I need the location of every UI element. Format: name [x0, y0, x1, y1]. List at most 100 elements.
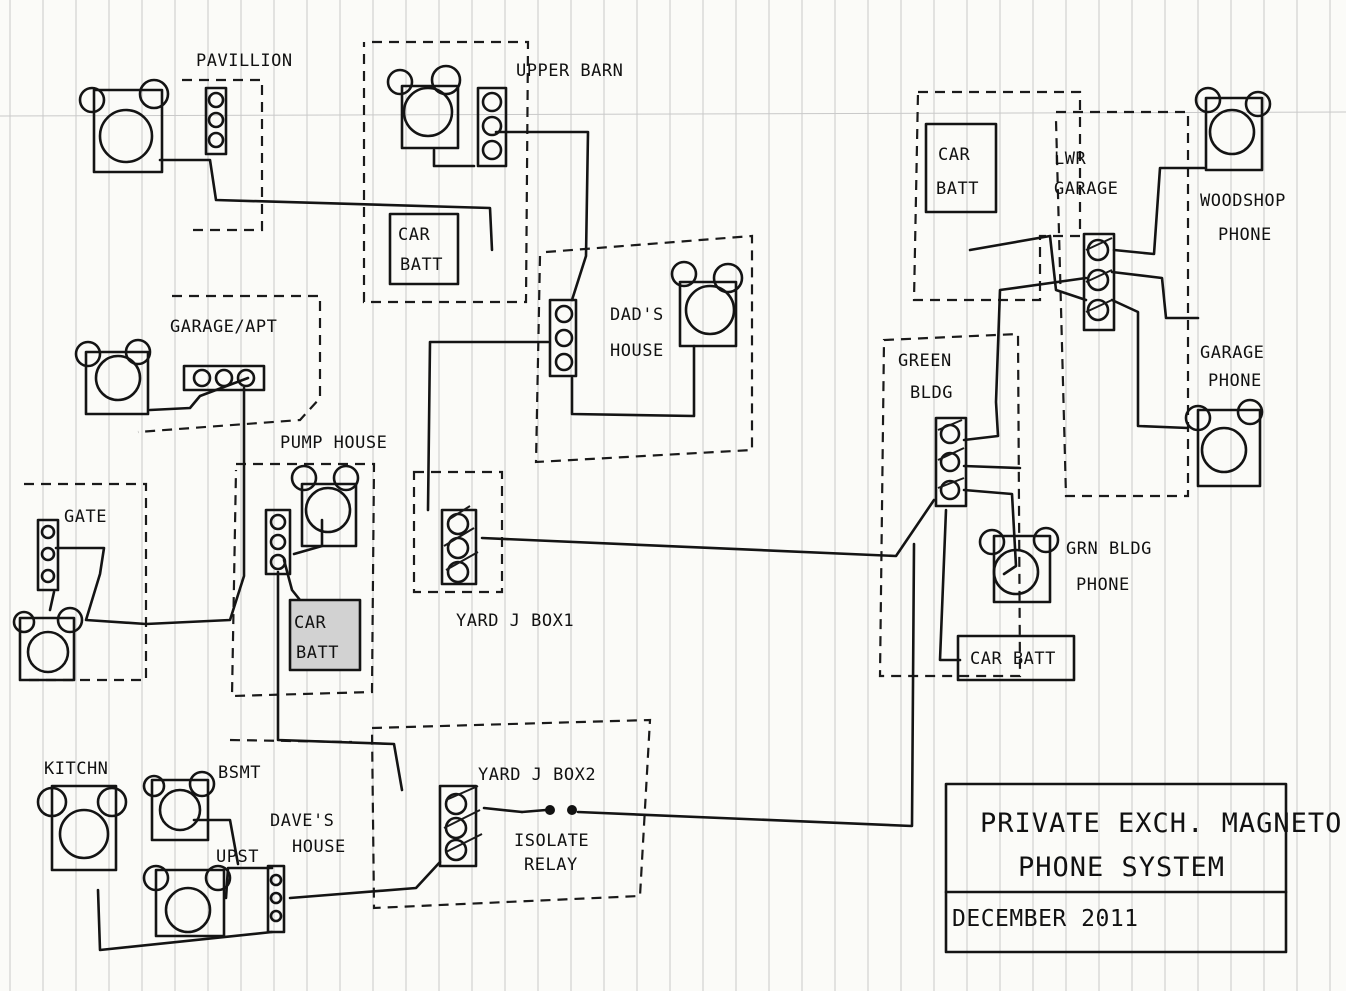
- wire-jbox2-daves: [288, 860, 442, 900]
- wire-upper-barn-phone: [432, 148, 476, 168]
- wire-relay-green: [576, 542, 916, 828]
- label-garage-apt: GARAGE/APT: [170, 317, 277, 337]
- label-car-batt-3: CAR: [938, 145, 970, 165]
- terminal-strip-pavillion: [204, 86, 228, 156]
- phone-icon: [142, 770, 216, 842]
- wire-lwr-woodshop-2: [1110, 270, 1200, 320]
- terminal-strip-garage-apt: [182, 364, 266, 392]
- wire-green-lwr-garage: [962, 276, 1088, 442]
- wire-jbox2-relay: [482, 806, 524, 814]
- wire-lwr-garage-phone: [1110, 298, 1190, 430]
- wire-dads-phone: [570, 344, 696, 418]
- green-bldg-outline: [878, 332, 1022, 678]
- wire-lwr-batt: [968, 234, 1088, 302]
- wire-jbox1-green: [480, 498, 936, 558]
- wire-gate: [54, 546, 148, 626]
- label-yard-jbox1: YARD J BOX1: [456, 611, 574, 631]
- terminal-strip-jbox2: [438, 784, 478, 868]
- wire-green-batt: [938, 508, 962, 662]
- label-lwr: LWR: [1054, 149, 1086, 169]
- phone-icon: [78, 78, 170, 174]
- hatch-lwr: [1085, 237, 1113, 313]
- car-batt-box-lwr-garage: [924, 122, 998, 214]
- title-block-frame: [944, 782, 1288, 954]
- phone-icon: [74, 338, 152, 416]
- wire-garage-down: [144, 386, 246, 626]
- wire-upper-barn-dads: [494, 130, 590, 302]
- gate-outline: [24, 482, 148, 682]
- title-line-1: PRIVATE EXCH. MAGNETO: [980, 808, 1342, 839]
- label-woodshop: WOODSHOP: [1200, 191, 1286, 211]
- label-kitchen: KITCHN: [44, 759, 108, 779]
- hatch-green: [937, 419, 965, 489]
- hatch-jbox2: [443, 785, 483, 853]
- wire-lwr-woodshop: [1112, 166, 1206, 256]
- terminal-strips: [36, 86, 1116, 934]
- paper-margin-line: [0, 111, 1346, 117]
- wire-dads-jbox1: [426, 340, 550, 512]
- terminal-strip-gate: [36, 518, 60, 592]
- wire-gate-phone: [48, 590, 56, 612]
- label-upper-barn: UPPER BARN: [516, 61, 623, 81]
- isolate-relay: [520, 805, 577, 815]
- terminal-strip-pump-house: [264, 508, 292, 576]
- terminal-strip-daves: [266, 864, 286, 934]
- car-batt-box-pump-house: [288, 598, 362, 672]
- lwr-garage-batt-outline: [912, 90, 1082, 302]
- wire-upst: [224, 866, 274, 900]
- title-line-2: PHONE SYSTEM: [1018, 852, 1225, 883]
- terminal-strip-upper-barn: [476, 86, 508, 168]
- phone-icon: [386, 64, 462, 150]
- phone-icon: [670, 260, 744, 348]
- label-car-batt-4: CAR BATT: [970, 649, 1056, 669]
- terminal-strip-dads: [548, 298, 578, 378]
- label-green: GREEN: [898, 351, 952, 371]
- building-outlines: [24, 40, 1190, 910]
- phones: [12, 64, 1272, 938]
- batteries: [288, 122, 1076, 682]
- label-yard-jbox2: YARD J BOX2: [478, 765, 596, 785]
- wire-bsmt: [192, 818, 240, 866]
- label-garage: GARAGE: [1054, 179, 1118, 199]
- label-gate: GATE: [64, 507, 107, 527]
- phone-icon: [290, 464, 360, 548]
- label-daves-house-1: DAVE'S: [270, 811, 334, 831]
- label-woodshop-phone: PHONE: [1218, 225, 1272, 245]
- label-car-batt-2b: BATT: [296, 643, 339, 663]
- title-date: DECEMBER 2011: [952, 906, 1139, 932]
- wire-pump-batt: [282, 558, 302, 602]
- yard-jbox1-outline: [412, 470, 504, 594]
- wiring: [48, 130, 1206, 952]
- car-batt-box-green-bldg: [956, 634, 1076, 682]
- pump-house-outline: [230, 462, 376, 698]
- label-car-batt-3b: BATT: [936, 179, 979, 199]
- phone-icon: [142, 864, 232, 938]
- label-garage-phone-2: PHONE: [1208, 371, 1262, 391]
- label-car-batt-1b: BATT: [400, 255, 443, 275]
- label-bldg: BLDG: [910, 383, 953, 403]
- daves-house-outline: [229, 738, 353, 744]
- label-pavillion: PAVILLION: [196, 51, 293, 71]
- label-isolate: ISOLATE: [514, 831, 589, 851]
- label-dads-house-1: DAD'S: [610, 305, 664, 325]
- lwr-garage-outline: [1054, 110, 1190, 498]
- label-relay: RELAY: [524, 855, 578, 875]
- wire-green-phone: [962, 488, 1018, 576]
- label-daves-house-2: HOUSE: [292, 837, 346, 857]
- dads-house-outline: [534, 234, 754, 464]
- relay-contact-left: [545, 805, 555, 815]
- wire-pavillion-upper-barn: [158, 158, 494, 252]
- pavillion-outline: [182, 78, 264, 232]
- label-car-batt-1: CAR: [398, 225, 430, 245]
- label-garage-phone-1: GARAGE: [1200, 343, 1264, 363]
- label-bsmt: BSMT: [218, 763, 261, 783]
- title-block: [944, 782, 1288, 954]
- wire-green-2: [962, 464, 1022, 470]
- terminal-strip-jbox1: [440, 508, 478, 586]
- labels: PAVILLION UPPER BARN CAR BATT DAD'S HOUS…: [44, 51, 1342, 932]
- upper-barn-outline: [362, 40, 530, 304]
- label-grn-bldg: GRN BLDG: [1066, 539, 1152, 559]
- phone-icon: [12, 606, 84, 682]
